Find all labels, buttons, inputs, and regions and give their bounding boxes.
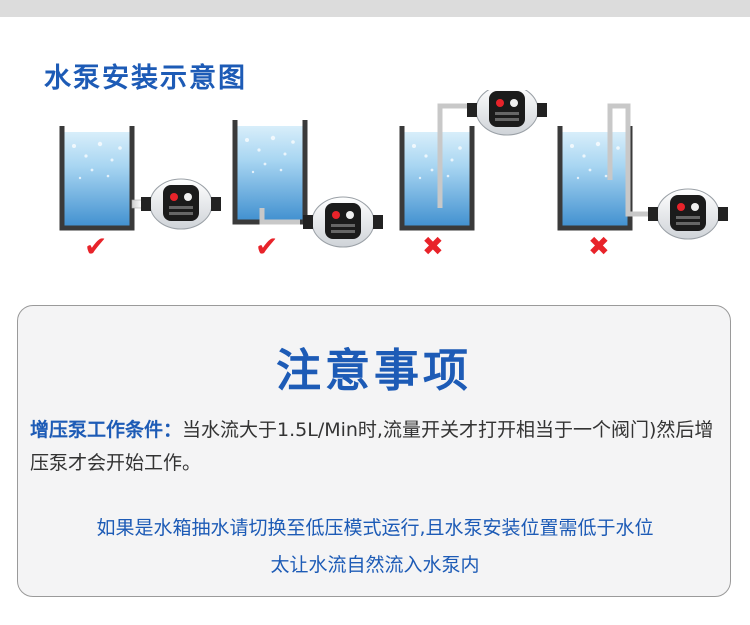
installation-diagram: ✔ ✔ ✖ ✖ — [0, 90, 750, 275]
diagram-1 — [62, 126, 222, 229]
condition-paragraph: 增压泵工作条件：当水流大于1.5L/Min时,流量开关才打开相当于一个阀门)然后… — [30, 414, 725, 480]
section-title: 水泵安装示意图 — [44, 63, 247, 94]
condition-label: 增压泵工作条件： — [30, 419, 183, 441]
check-icon-1: ✔ — [84, 230, 108, 263]
notice-title: 注意事项 — [275, 344, 472, 397]
diagram-3 — [402, 90, 548, 228]
notice-card: 注意事项 增压泵工作条件：当水流大于1.5L/Min时,流量开关才打开相当于一个… — [17, 305, 731, 597]
cross-icon-4: ✖ — [588, 232, 610, 262]
hint-paragraph: 如果是水箱抽水请切换至低压模式运行,且水泵安装位置需低于水位 太让水流自然流入水… — [28, 510, 722, 584]
diagram-4 — [560, 103, 729, 240]
hint-line-2: 太让水流自然流入水泵内 — [270, 554, 480, 576]
top-divider-bar — [0, 0, 750, 17]
check-icon-2: ✔ — [255, 230, 279, 263]
installation-diagram-svg — [0, 90, 729, 248]
cross-icon-3: ✖ — [422, 232, 444, 262]
diagram-2 — [235, 120, 384, 248]
hint-line-1: 如果是水箱抽水请切换至低压模式运行,且水泵安装位置需低于水位 — [96, 517, 654, 539]
condition-text: 当水流大于1.5L/Min时,流量开关才打开相当于一个阀门)然后增压泵才会开始工… — [30, 419, 714, 474]
